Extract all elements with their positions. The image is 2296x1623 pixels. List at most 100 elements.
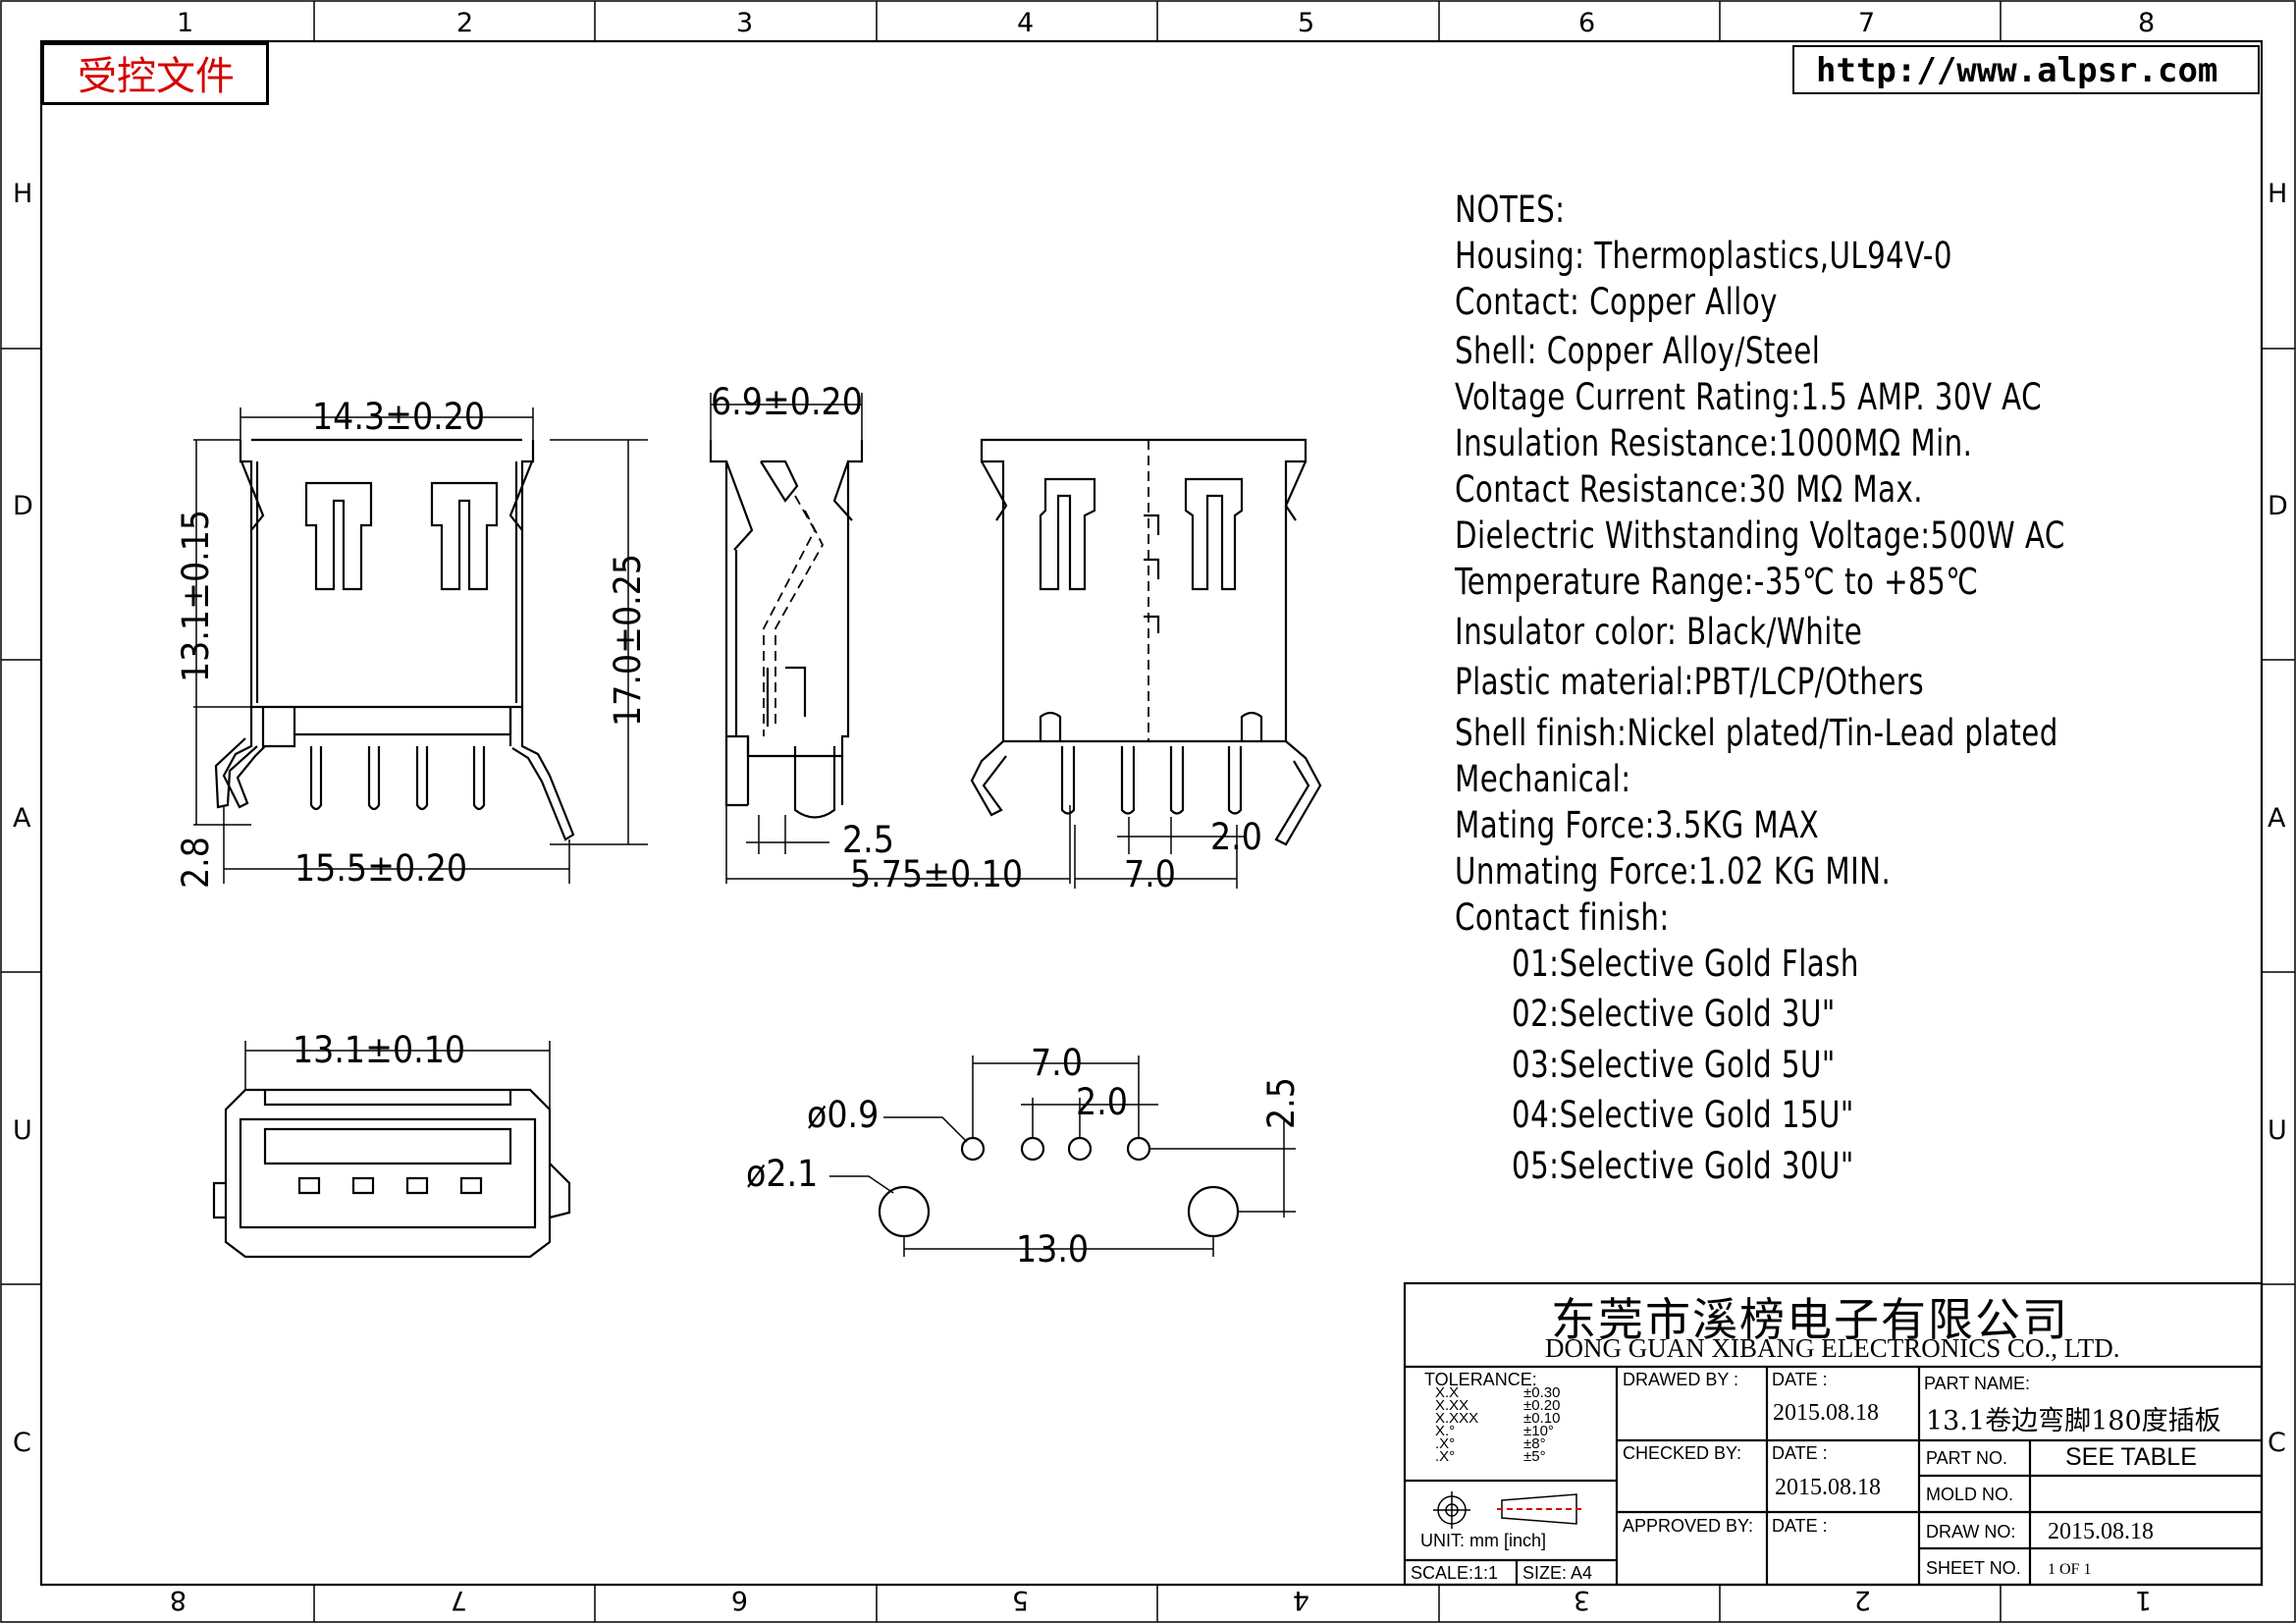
zone-top-4: 4 xyxy=(1017,8,1034,38)
sheet-no: 1 OF 1 xyxy=(2048,1561,2092,1578)
zone-right-A: A xyxy=(2268,803,2286,834)
drawn-date: 2015.08.18 xyxy=(1773,1400,1879,1426)
dim-pcb-7-0: 7.0 xyxy=(1031,1042,1083,1084)
zone-top-6: 6 xyxy=(1578,8,1595,38)
dim-2-8: 2.8 xyxy=(175,837,217,889)
note-finish-line: 03:Selective Gold 5U" xyxy=(1512,1044,1836,1086)
website-url[interactable]: http://www.alpsr.com xyxy=(1792,45,2260,94)
zone-left-D: D xyxy=(13,491,33,521)
date-label: DATE : xyxy=(1772,1516,1828,1536)
zone-bottom-5: 5 xyxy=(1012,1585,1029,1615)
company-name-en: DONG GUAN XIBANG ELECTRONICS CO., LTD. xyxy=(1545,1333,2120,1363)
zone-right-H: H xyxy=(2268,179,2287,209)
tolerance-table: X.X ±0.30 X.XX ±0.20 X.XXX ±0.10 X.° ±10… xyxy=(1435,1384,1561,1465)
dim-pcb-13-0: 13.0 xyxy=(1016,1228,1089,1271)
note-line: Unmating Force:1.02 KG MIN. xyxy=(1455,850,1892,893)
dim-5-75: 5.75±0.10 xyxy=(850,853,1023,895)
zone-bottom-7: 7 xyxy=(451,1585,467,1615)
note-line: Voltage Current Rating:1.5 AMP. 30V AC xyxy=(1455,376,2042,418)
unit-label: UNIT: mm [inch] xyxy=(1420,1531,1547,1550)
zone-top-1: 1 xyxy=(177,8,193,38)
zone-top-3: 3 xyxy=(736,8,753,38)
scale-label: SCALE:1:1 xyxy=(1411,1563,1499,1583)
note-line: Mechanical: xyxy=(1455,758,1631,800)
size-label: SIZE: A4 xyxy=(1522,1563,1593,1583)
rear-view: 2.0 7.0 xyxy=(970,438,1322,895)
dim-13-1-b: 13.1±0.10 xyxy=(293,1029,465,1071)
bottom-front-view: 13.1±0.10 xyxy=(212,1029,571,1259)
note-finish-line: 01:Selective Gold Flash xyxy=(1512,943,1859,985)
projection-symbol-icon xyxy=(1433,1491,1582,1529)
zone-left-H: H xyxy=(13,179,32,209)
part-name-label: PART NAME: xyxy=(1924,1374,2031,1393)
approved-by-label: APPROVED BY: xyxy=(1623,1516,1754,1536)
zone-left-C: C xyxy=(13,1428,31,1458)
dim-pcb-2-5: 2.5 xyxy=(1260,1077,1303,1129)
date-label: DATE : xyxy=(1772,1443,1828,1463)
zone-left-A: A xyxy=(13,803,31,834)
dim-13-1: 13.1±0.15 xyxy=(175,510,217,682)
part-name: 13.1卷边弯脚180度插板 xyxy=(1926,1406,2221,1436)
zone-top-8: 8 xyxy=(2138,8,2155,38)
dim-17-0: 17.0±0.25 xyxy=(607,554,649,727)
dim-pcb-2-1: ø2.1 xyxy=(746,1153,818,1195)
zone-bottom-6: 6 xyxy=(731,1585,748,1615)
pcb-layout: 7.0 2.0 2.5 ø0.9 ø2.1 13.0 xyxy=(746,1042,1303,1271)
dim-14-3: 14.3±0.20 xyxy=(312,396,485,438)
inner-border xyxy=(39,39,2264,1587)
note-line: Shell: Copper Alloy/Steel xyxy=(1455,330,1821,372)
note-finish-line: 02:Selective Gold 3U" xyxy=(1512,993,1836,1035)
draw-no-label: DRAW NO: xyxy=(1926,1522,2016,1542)
note-line: Contact: Copper Alloy xyxy=(1455,281,1778,323)
dim-7-0: 7.0 xyxy=(1124,853,1176,895)
note-finish-line: 04:Selective Gold 15U" xyxy=(1512,1094,1854,1136)
zone-right-U: U xyxy=(2268,1115,2287,1146)
drawn-by-label: DRAWED BY : xyxy=(1623,1370,1739,1389)
zone-top-7: 7 xyxy=(1858,8,1875,38)
zone-bottom-3: 3 xyxy=(1574,1585,1590,1615)
controlled-document-stamp: 受控文件 xyxy=(41,42,269,105)
zone-top-5: 5 xyxy=(1298,8,1314,38)
checked-by-label: CHECKED BY: xyxy=(1623,1443,1742,1463)
note-line: Contact Resistance:30 MΩ Max. xyxy=(1455,468,1924,511)
note-line: Mating Force:3.5KG MAX xyxy=(1455,804,1820,846)
tolerance-label: TOLERANCE: xyxy=(1424,1370,1537,1389)
note-line: Shell finish:Nickel plated/Tin-Lead plat… xyxy=(1455,712,2058,754)
note-finish-line: 05:Selective Gold 30U" xyxy=(1512,1145,1854,1187)
checked-date: 2015.08.18 xyxy=(1775,1475,1881,1500)
note-line: Insulation Resistance:1000MΩ Min. xyxy=(1455,422,1973,464)
sheet-no-label: SHEET NO. xyxy=(1926,1558,2021,1578)
zone-bottom-1: 1 xyxy=(2135,1585,2152,1615)
draw-no: 2015.08.18 xyxy=(2048,1519,2154,1544)
note-line: Contact finish: xyxy=(1455,896,1670,939)
zone-right-C: C xyxy=(2268,1428,2286,1458)
dim-2-5: 2.5 xyxy=(842,819,894,861)
note-line: Temperature Range:-35℃ to +85℃ xyxy=(1455,561,1979,603)
dim-pcb-2-0: 2.0 xyxy=(1076,1081,1128,1123)
notes-title: NOTES: xyxy=(1455,189,1566,231)
front-view: 14.3±0.20 13.1±0.15 17.0±0.25 2.8 15.5±0… xyxy=(175,396,649,890)
zone-top-2: 2 xyxy=(456,8,473,38)
part-no-label: PART NO. xyxy=(1926,1448,2008,1468)
zone-right-D: D xyxy=(2268,491,2288,521)
date-label: DATE : xyxy=(1772,1370,1828,1389)
dim-6-9: 6.9±0.20 xyxy=(711,381,863,423)
dim-pcb-0-9: ø0.9 xyxy=(807,1094,879,1136)
dim-15-5: 15.5±0.20 xyxy=(294,847,467,890)
zone-bottom-4: 4 xyxy=(1293,1585,1309,1615)
zone-labels: 1 2 3 4 5 6 7 8 8 7 6 5 4 3 2 1 H D A U … xyxy=(13,8,2288,1615)
side-view: 6.9±0.20 2.5 5.75±0.10 xyxy=(709,381,1071,895)
mold-no-label: MOLD NO. xyxy=(1926,1485,2014,1504)
zone-bottom-8: 8 xyxy=(170,1585,187,1615)
zone-left-U: U xyxy=(13,1115,32,1146)
title-block-grid xyxy=(1403,1281,2264,1587)
company-name-cn: 东莞市溪榜电子有限公司 xyxy=(1551,1293,2069,1346)
part-no: SEE TABLE xyxy=(2065,1443,2197,1471)
dim-2-0: 2.0 xyxy=(1210,816,1262,858)
note-line: Dielectric Withstanding Voltage:500W AC xyxy=(1455,514,2065,557)
note-line: Housing: Thermoplastics,UL94V-0 xyxy=(1455,235,1952,277)
zone-bottom-2: 2 xyxy=(1854,1585,1871,1615)
